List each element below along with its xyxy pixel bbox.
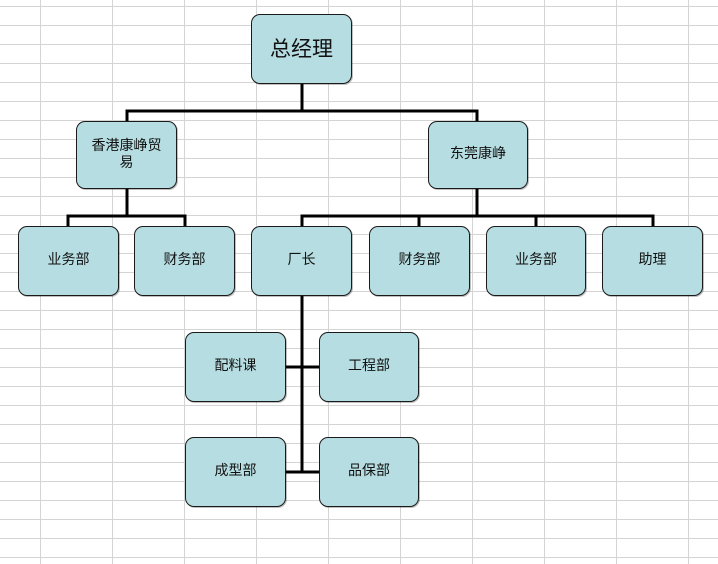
org-node-hk[interactable]: 香港康峥贸易 [76,121,177,189]
org-node-factory-child[interactable]: 成型部 [185,437,286,507]
org-node-factory-child-label: 品保部 [348,463,390,480]
org-node-factory-child[interactable]: 配料课 [185,332,286,402]
org-node-hk-child[interactable]: 财务部 [134,226,235,296]
org-node-factory-child-label: 配料课 [214,358,257,375]
org-node-hk-child-label: 业务部 [47,252,90,269]
org-node-dg-child[interactable]: 助理 [602,226,703,296]
org-node-dg-child-label: 助理 [638,252,667,269]
org-node-root-label: 总经理 [270,36,333,61]
org-node-dg[interactable]: 东莞康峥 [428,121,528,189]
org-node-dg-child[interactable]: 厂长 [251,226,352,296]
org-node-dg-child[interactable]: 业务部 [486,226,586,296]
org-node-hk-child[interactable]: 业务部 [18,226,119,296]
org-node-hk-child-label: 财务部 [163,252,206,269]
org-node-dg-label: 东莞康峥 [450,146,506,163]
org-node-dg-child-label: 厂长 [287,252,316,269]
org-node-factory-child-label: 成型部 [214,463,257,480]
org-node-root[interactable]: 总经理 [251,14,352,84]
org-node-factory-child[interactable]: 品保部 [319,437,419,507]
org-node-factory-child-label: 工程部 [348,358,390,375]
org-node-factory-child[interactable]: 工程部 [319,332,419,402]
org-node-hk-label: 香港康峥贸易 [91,137,162,172]
org-node-dg-child[interactable]: 财务部 [369,226,470,296]
org-node-dg-child-label: 业务部 [515,252,557,269]
org-node-dg-child-label: 财务部 [398,252,441,269]
